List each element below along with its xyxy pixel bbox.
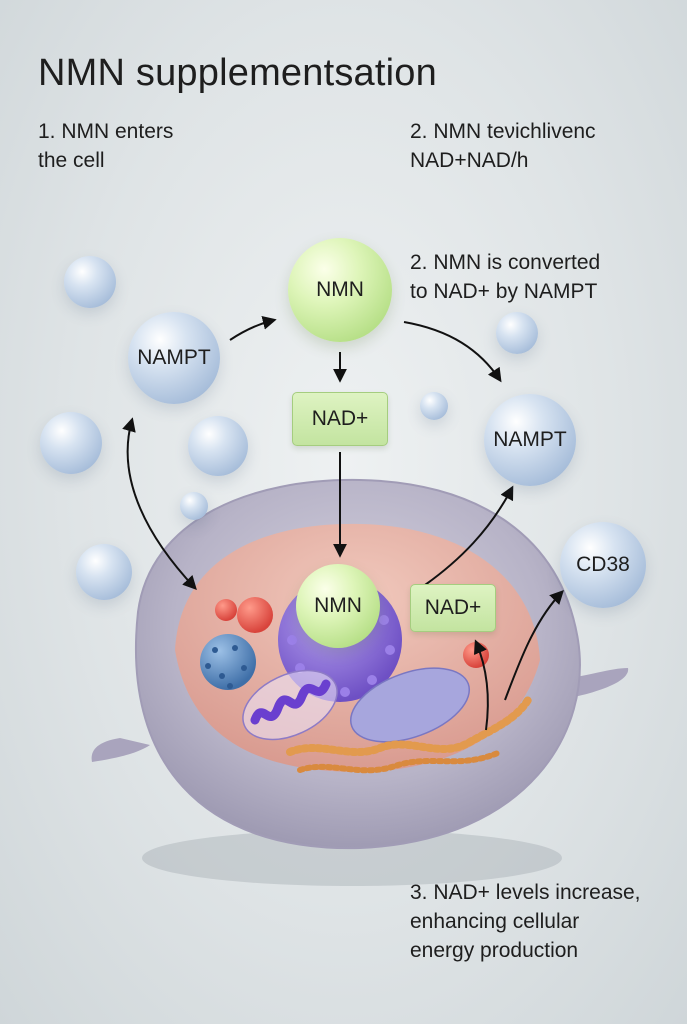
blue-organelle-dots bbox=[205, 645, 247, 689]
arrow-nampt-cell-double bbox=[122, 417, 197, 591]
step-3-caption: 3. NAD+ levels increase, enhancing cellu… bbox=[410, 881, 641, 962]
page-title: NMN supplementsation bbox=[38, 52, 437, 94]
red-organelle-1 bbox=[237, 597, 273, 633]
sphere-decor-3 bbox=[188, 416, 248, 476]
nad-cell-label: NAD+ bbox=[424, 596, 482, 619]
nmn-cell-label: NMN bbox=[314, 594, 362, 617]
cell-shadow bbox=[142, 830, 562, 886]
step-1-caption: 1. NMN enters the cell bbox=[38, 120, 174, 172]
arrow-nampt-to-nmn bbox=[229, 315, 277, 341]
nad-top-label: NAD+ bbox=[311, 407, 369, 430]
nad-box-cell: NAD+ bbox=[410, 584, 496, 632]
blue-organelle bbox=[200, 634, 256, 690]
endoplasmic-reticulum-1 bbox=[286, 696, 532, 756]
nmn-top-label: NMN bbox=[316, 278, 364, 301]
membrane-extension-left bbox=[91, 738, 150, 762]
arrow-nmn-to-nampt bbox=[403, 321, 502, 383]
nampt-right-label: NAMPT bbox=[493, 428, 567, 451]
sphere-decor-7 bbox=[496, 312, 538, 354]
step-2-caption-top: 2. NMN teνichlivenc NAD+NAD/h bbox=[410, 120, 596, 172]
endoplasmic-reticulum-2 bbox=[297, 749, 503, 774]
red-organelle-3 bbox=[463, 642, 489, 668]
sphere-decor-6 bbox=[420, 392, 448, 420]
sphere-decor-2 bbox=[40, 412, 102, 474]
sphere-decor-1 bbox=[64, 256, 116, 308]
arrow-cell-to-nampt bbox=[424, 485, 514, 586]
arrow-cell-to-cd38 bbox=[504, 589, 564, 701]
nampt-left-label: NAMPT bbox=[137, 346, 211, 369]
sphere-decor-4 bbox=[180, 492, 208, 520]
arrow-er-to-red bbox=[473, 639, 489, 731]
nmn-sphere-cell: NMN bbox=[296, 564, 380, 648]
red-organelle-2 bbox=[215, 599, 237, 621]
nad-box-top: NAD+ bbox=[292, 392, 388, 446]
nampt-sphere-left: NAMPT bbox=[128, 312, 220, 404]
mitochondrion-cristae bbox=[250, 679, 331, 725]
cd38-sphere: CD38 bbox=[560, 522, 646, 608]
cd38-label: CD38 bbox=[576, 553, 630, 576]
sphere-decor-5 bbox=[76, 544, 132, 600]
vesicle-organelle bbox=[349, 667, 471, 743]
nampt-sphere-right: NAMPT bbox=[484, 394, 576, 486]
nmn-sphere-top: NMN bbox=[288, 238, 392, 342]
step-2-caption: 2. NMN is converted to NAD+ by NAMPT bbox=[410, 251, 601, 303]
